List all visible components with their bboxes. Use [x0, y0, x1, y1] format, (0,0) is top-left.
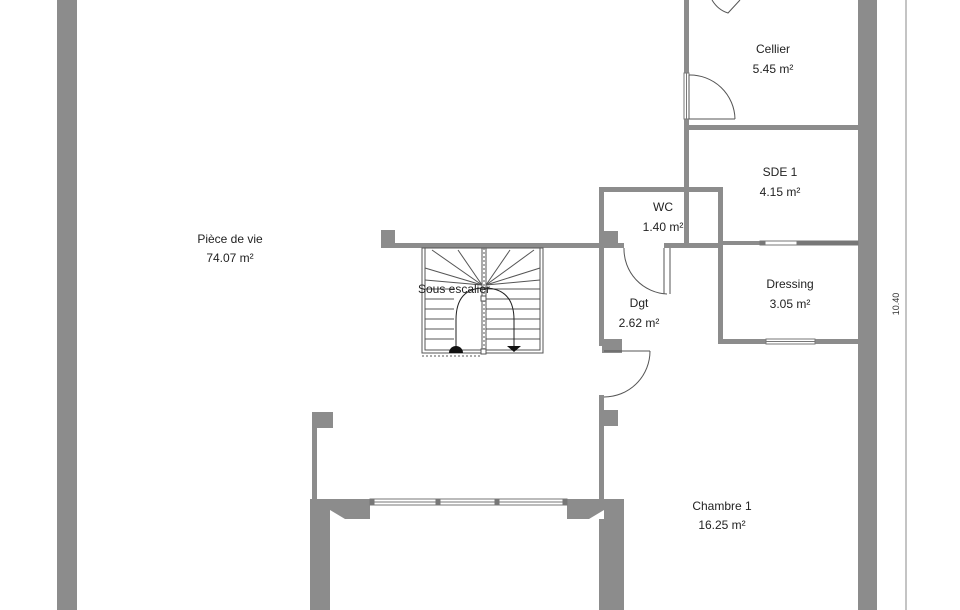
lower-left-pier	[310, 499, 330, 610]
cellier-sde-wall	[684, 125, 859, 130]
top-door-fragment	[711, 0, 741, 14]
stair-wall-stub	[381, 230, 395, 244]
windows	[369, 72, 859, 506]
wc-door	[623, 247, 671, 295]
stair-wall-segment	[381, 243, 421, 248]
stair-arrow-icon	[507, 346, 521, 352]
room-name-cellier: Cellier	[756, 42, 790, 56]
dressing-bottom-wall-right	[815, 339, 859, 344]
interior-walls	[310, 0, 859, 610]
stair-start-semicircle	[449, 346, 463, 353]
exterior-walls	[57, 0, 877, 610]
dgt-bottom-wall	[602, 339, 622, 353]
stair-symbols	[449, 346, 521, 353]
wc-corner-post	[602, 231, 618, 245]
wc-top-wall	[599, 187, 722, 192]
cellier-door	[688, 74, 736, 120]
room-name-chambre1: Chambre 1	[692, 499, 752, 513]
staircase	[421, 247, 544, 357]
dressing-top-window	[759, 240, 859, 246]
lower-left-thin-wall	[312, 412, 317, 502]
wc-right-wall	[718, 187, 723, 340]
wc-left-wall	[599, 187, 604, 246]
lower-right-pier	[604, 499, 624, 610]
cellier-left-wall	[684, 0, 689, 73]
stair-label: Sous escalier	[418, 282, 490, 296]
room-area-sde1: 4.15 m²	[760, 185, 801, 199]
stair-wall	[421, 243, 621, 248]
chambre-door-stub	[602, 410, 618, 426]
room-area-chambre1: 16.25 m²	[698, 518, 745, 532]
room-area-cellier: 5.45 m²	[753, 62, 794, 76]
lower-window	[369, 498, 568, 506]
room-area-piece-de-vie: 74.07 m²	[206, 251, 253, 265]
cellier-left-wall-lower	[684, 119, 689, 245]
doors	[603, 0, 741, 398]
wall-chamfers	[330, 510, 604, 519]
wc-bottom-wall-left	[604, 243, 624, 248]
room-name-piece-de-vie: Pièce de vie	[197, 232, 263, 246]
room-area-dressing: 3.05 m²	[770, 297, 811, 311]
lower-stub-left	[312, 412, 333, 428]
dimension-label: 10.40	[891, 293, 901, 316]
room-name-sde1: SDE 1	[763, 165, 798, 179]
dressing-top-wall	[722, 241, 760, 245]
room-labels: Pièce de vie 74.07 m² Cellier 5.45 m² SD…	[197, 42, 813, 532]
chambre-door	[603, 350, 651, 398]
room-name-dressing: Dressing	[766, 277, 813, 291]
dressing-bottom-wall	[718, 339, 766, 344]
room-area-wc: 1.40 m²	[643, 220, 684, 234]
room-name-dgt: Dgt	[630, 296, 649, 310]
dgt-left-wall	[599, 246, 604, 346]
cellier-door-opening	[683, 72, 690, 120]
dressing-bottom-window	[765, 338, 816, 345]
right-exterior-wall	[858, 0, 877, 610]
room-name-wc: WC	[653, 200, 673, 214]
room-area-dgt: 2.62 m²	[619, 316, 660, 330]
left-exterior-wall	[57, 0, 77, 610]
wc-bottom-wall-right	[664, 243, 723, 248]
